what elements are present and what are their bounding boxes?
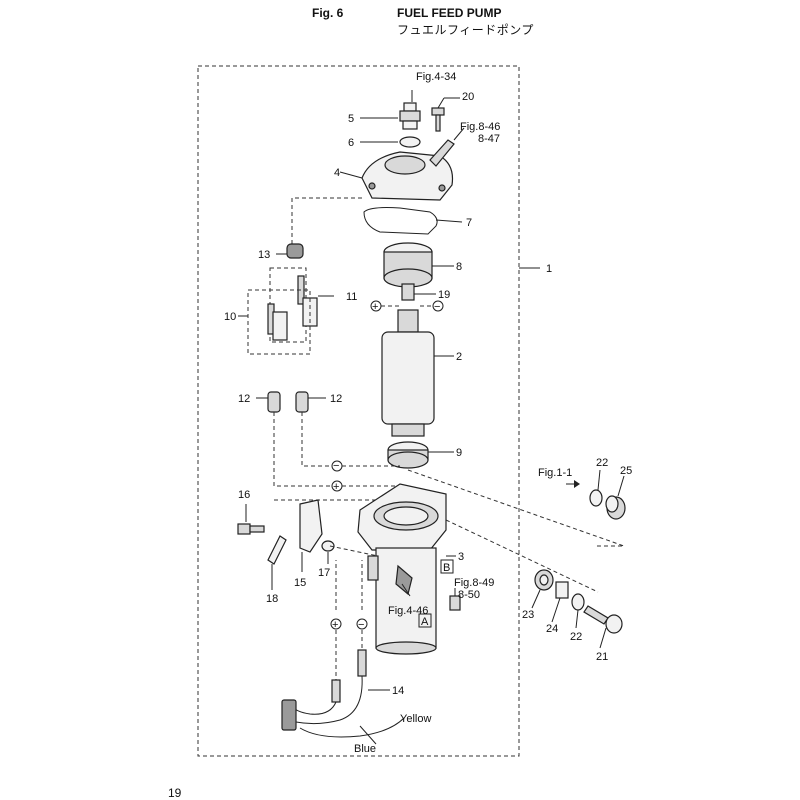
grommet-part-23	[534, 569, 554, 591]
ref-fig8-46: Fig.8-46	[460, 121, 500, 133]
clip-part-18	[267, 535, 287, 565]
marker-a-box	[418, 613, 432, 628]
seal-part-9	[387, 441, 429, 469]
ref-8-47: 8-47	[478, 133, 500, 145]
callout-22-upper: 22	[596, 457, 608, 469]
callout-9: 9	[456, 447, 462, 459]
washer-part-22-lower	[571, 593, 585, 611]
ref-8-50: 8-50	[458, 589, 480, 601]
ref-fig8-49: Fig.8-49	[454, 577, 494, 589]
harness-minus-symbol: −	[358, 619, 364, 631]
callout-17: 17	[318, 567, 330, 579]
bolt-part-16	[237, 523, 265, 535]
callout-8: 8	[456, 261, 462, 273]
terminal-nut-part-12-right	[295, 391, 309, 413]
callout-18: 18	[266, 593, 278, 605]
washer-part-17	[321, 540, 335, 552]
marker-b-box	[440, 559, 454, 574]
pump-polarity-markers	[370, 300, 444, 312]
wire-label-yellow: Yellow	[400, 713, 431, 725]
callout-7: 7	[466, 217, 472, 229]
callout-14: 14	[392, 685, 404, 697]
page-title: FUEL FEED PUMP	[397, 6, 502, 20]
callout-13: 13	[258, 249, 270, 261]
callout-4: 4	[334, 167, 340, 179]
callout-12-left: 12	[238, 393, 250, 405]
callout-5: 5	[348, 113, 354, 125]
callout-23: 23	[522, 609, 534, 621]
pump-cap-part-4	[361, 139, 455, 201]
marker-a-label: A	[421, 616, 429, 628]
ref-fig1-1: Fig.1-1	[538, 467, 572, 479]
wire-harness-part-14	[281, 649, 405, 738]
callout-20: 20	[462, 91, 474, 103]
assembly-boundary	[197, 65, 520, 757]
wire-label-blue: Blue	[354, 743, 376, 755]
pump-minus-symbol: −	[434, 301, 440, 313]
fuel-pump-part-2	[381, 309, 435, 437]
grommet-part-25	[605, 495, 626, 520]
callout-25: 25	[620, 465, 632, 477]
terminal-part-10	[267, 303, 288, 341]
callout-11: 11	[346, 291, 357, 303]
figure-number: Fig. 6	[312, 6, 344, 20]
harness-plus-symbol: +	[332, 619, 338, 631]
bolt-part-21	[583, 605, 623, 634]
callout-6: 6	[348, 137, 354, 149]
ref-fig4-34: Fig.4-34	[416, 71, 456, 83]
retaining-nut-part-8	[383, 242, 433, 288]
terminal-part-11	[297, 275, 318, 327]
callout-3: 3	[458, 551, 464, 563]
callout-1: 1	[546, 263, 552, 275]
connector-part-19	[401, 283, 415, 301]
fitting-part-5	[399, 102, 421, 130]
washer-part-22-upper	[589, 489, 603, 507]
pump-plus-symbol: +	[372, 301, 378, 313]
boot-part-13	[286, 243, 304, 259]
callout-22-lower: 22	[570, 631, 582, 643]
lead-plus-symbol: +	[333, 481, 339, 493]
screw-part-20	[431, 107, 445, 132]
ref-fig4-46: Fig.4-46	[388, 605, 428, 617]
callout-24: 24	[546, 623, 558, 635]
callout-15: 15	[294, 577, 306, 589]
callout-19: 19	[438, 289, 450, 301]
bracket-part-15	[299, 499, 323, 553]
terminal-nut-part-12-left	[267, 391, 281, 413]
page-title-japanese: フュエルフィードポンプ	[397, 23, 534, 37]
o-ring-part-6	[399, 136, 421, 148]
marker-b-label: B	[443, 562, 450, 574]
page-number: 19	[168, 786, 182, 800]
collar-part-24	[555, 581, 569, 599]
callout-2: 2	[456, 351, 462, 363]
callout-10: 10	[224, 311, 236, 323]
callout-21: 21	[596, 651, 608, 663]
callout-16: 16	[238, 489, 250, 501]
lead-minus-symbol: −	[333, 460, 339, 472]
callout-12-right: 12	[330, 393, 342, 405]
pump-housing-part-3	[357, 483, 447, 655]
gasket-part-7	[363, 207, 438, 235]
